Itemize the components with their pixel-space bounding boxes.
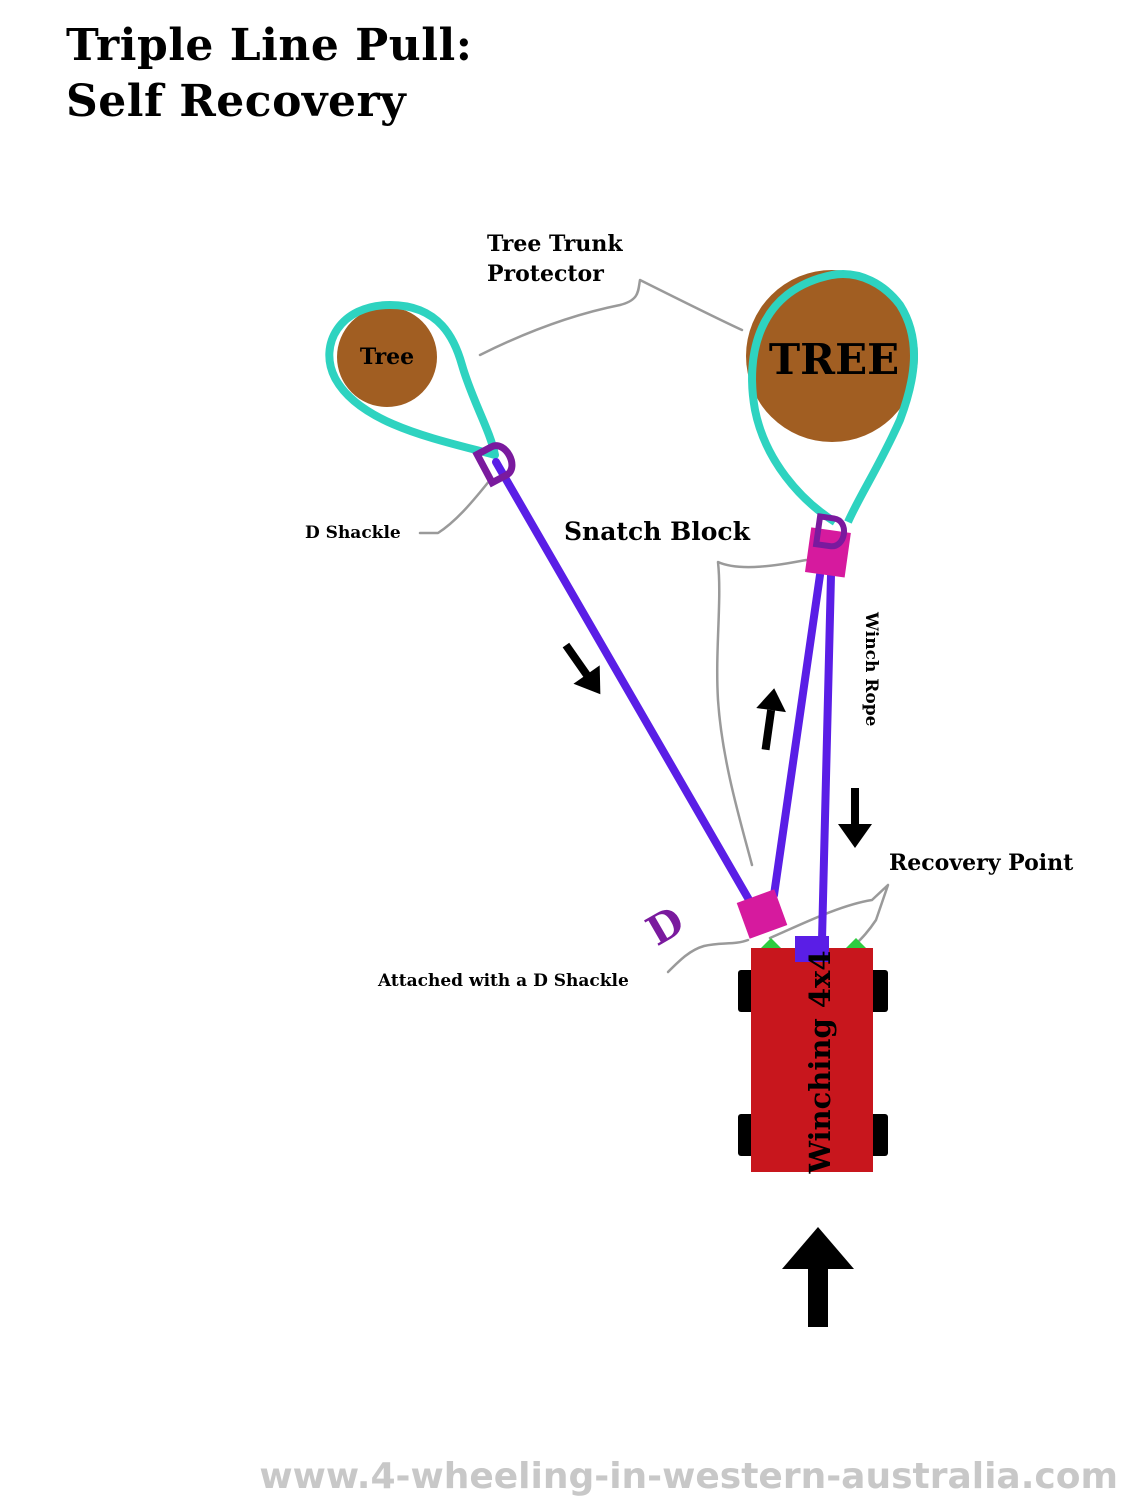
arrow-up-large-icon bbox=[782, 1227, 854, 1327]
vehicle-snatch-block bbox=[736, 889, 788, 939]
d-shackle-tree bbox=[472, 442, 516, 488]
snatch-block-shackle bbox=[812, 513, 847, 550]
arrow-down-icon bbox=[838, 788, 872, 848]
tree-large-label: TREE bbox=[769, 335, 899, 384]
tree-trunk-protector-large bbox=[748, 270, 918, 526]
vehicle-label: Winching 4x4 bbox=[803, 950, 837, 1174]
winch-rope-label: Winch Rope bbox=[861, 611, 881, 727]
tree-small bbox=[337, 307, 437, 407]
tree-trunk-protector-small bbox=[325, 301, 499, 459]
winch bbox=[795, 936, 829, 962]
rope-to-small-tree bbox=[492, 458, 756, 909]
snatch-block-label: Snatch Block bbox=[564, 517, 751, 546]
attached-pointer-line bbox=[666, 938, 750, 974]
recovery-point-left bbox=[761, 938, 781, 948]
title-line-1: Triple Line Pull: bbox=[66, 20, 473, 71]
d-shackle-tree-shape bbox=[472, 442, 516, 488]
tree-small-label: Tree bbox=[360, 344, 414, 370]
loose-d-shackle: D bbox=[638, 897, 692, 955]
winch-rope bbox=[492, 458, 835, 944]
winching-4x4: Winching 4x4 bbox=[738, 936, 888, 1175]
d-shackle-label: D Shackle bbox=[305, 523, 401, 543]
wheel-rear-right bbox=[870, 1114, 888, 1156]
tree-trunk-protector-label-1: Tree Trunk bbox=[487, 231, 623, 257]
snatch-block-pointer-line bbox=[715, 558, 808, 867]
wheel-front-right bbox=[870, 970, 888, 1012]
title-line-2: Self Recovery bbox=[66, 76, 407, 127]
protector-pointer-line bbox=[478, 278, 744, 357]
attached-with-d-shackle-label: Attached with a D Shackle bbox=[377, 971, 629, 991]
arrow-up-icon bbox=[756, 688, 786, 751]
diagram-title: Triple Line Pull: Self Recovery bbox=[66, 18, 472, 130]
vehicle-body bbox=[751, 948, 873, 1172]
recovery-point-pointer-line bbox=[768, 883, 890, 946]
rope-down-to-winch bbox=[818, 571, 835, 944]
snatch-block bbox=[804, 513, 851, 578]
watermark: www.4-wheeling-in-western-australia.com bbox=[259, 1456, 1118, 1497]
recovery-point-label: Recovery Point bbox=[889, 850, 1074, 876]
d-shackle-pointer-line bbox=[418, 478, 492, 535]
tree-trunk-protector-label-2: Protector bbox=[487, 261, 604, 287]
rope-up-to-snatch-block bbox=[770, 571, 824, 899]
direction-arrows bbox=[562, 642, 872, 1327]
recovery-point-right bbox=[846, 938, 866, 948]
tree-large bbox=[746, 270, 918, 442]
pointer-lines bbox=[418, 278, 890, 974]
arrow-down-right-icon bbox=[562, 642, 601, 695]
